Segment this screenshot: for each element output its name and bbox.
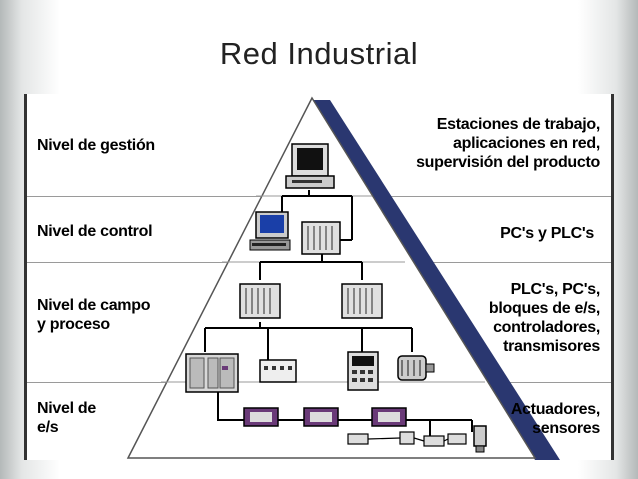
io-block-icon bbox=[371, 407, 407, 427]
io-block-icon bbox=[243, 407, 279, 427]
actuator-icon bbox=[347, 431, 467, 447]
pc-icon bbox=[249, 211, 291, 251]
level-label-management: Nivel de gestión bbox=[37, 137, 155, 154]
level-label-field: Nivel de campo y proceso bbox=[37, 297, 151, 333]
level-description-field: PLC's, PC's, bloques de e/s, controlador… bbox=[488, 281, 600, 355]
sensor-icon bbox=[473, 425, 487, 453]
plc-rack-icon bbox=[185, 353, 239, 393]
io-module-icon bbox=[259, 359, 297, 383]
level-description-control: PC's y PLC's bbox=[500, 225, 594, 242]
workstation-icon bbox=[285, 143, 335, 189]
plc-icon bbox=[239, 283, 281, 319]
level-description-io: Actuadores, sensores bbox=[510, 401, 600, 437]
pyramid-shadow bbox=[312, 100, 560, 460]
slide-title: Red Industrial bbox=[219, 36, 419, 71]
level-description-management: Estaciones de trabajo, aplicaciones en r… bbox=[416, 116, 600, 171]
controller-icon bbox=[347, 351, 379, 391]
plc-icon bbox=[341, 283, 383, 319]
plc-icon bbox=[301, 221, 341, 255]
level-label-control: Nivel de control bbox=[37, 223, 153, 240]
level-label-io: Nivel de e/s bbox=[37, 400, 96, 436]
io-block-icon bbox=[303, 407, 339, 427]
motor-icon bbox=[397, 355, 435, 381]
